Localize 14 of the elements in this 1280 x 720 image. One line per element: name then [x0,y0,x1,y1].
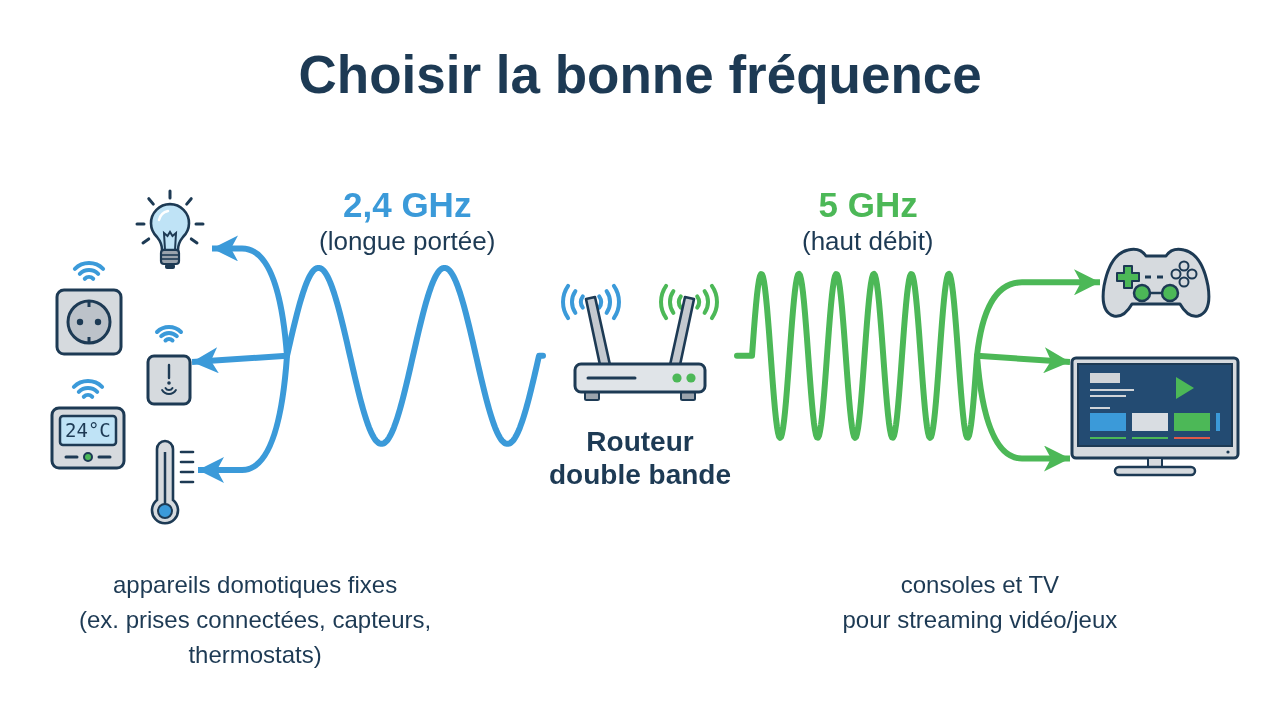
caption-text: consoles et TV pour streaming vidéo/jeux [842,570,1118,635]
frequency-label: 5 GHz [818,185,918,225]
gamepad-icon [1100,246,1212,320]
frequency-label: 2,4 GHz [343,185,472,225]
television-icon [1070,356,1240,478]
wave-line [734,270,980,441]
caption-text: appareils domotiques fixes (ex. prises connectées, capteurs, thermostats) [79,570,432,670]
band-description: (haut débit) [802,226,934,256]
router-label: Routeur double bande [549,425,731,491]
band-description: (longue portée) [319,226,496,256]
arrow [198,355,290,483]
temperature-reading: 24°C [65,418,111,443]
title: Choisir la bonne fréquence [298,44,982,106]
arrow [974,269,1100,357]
